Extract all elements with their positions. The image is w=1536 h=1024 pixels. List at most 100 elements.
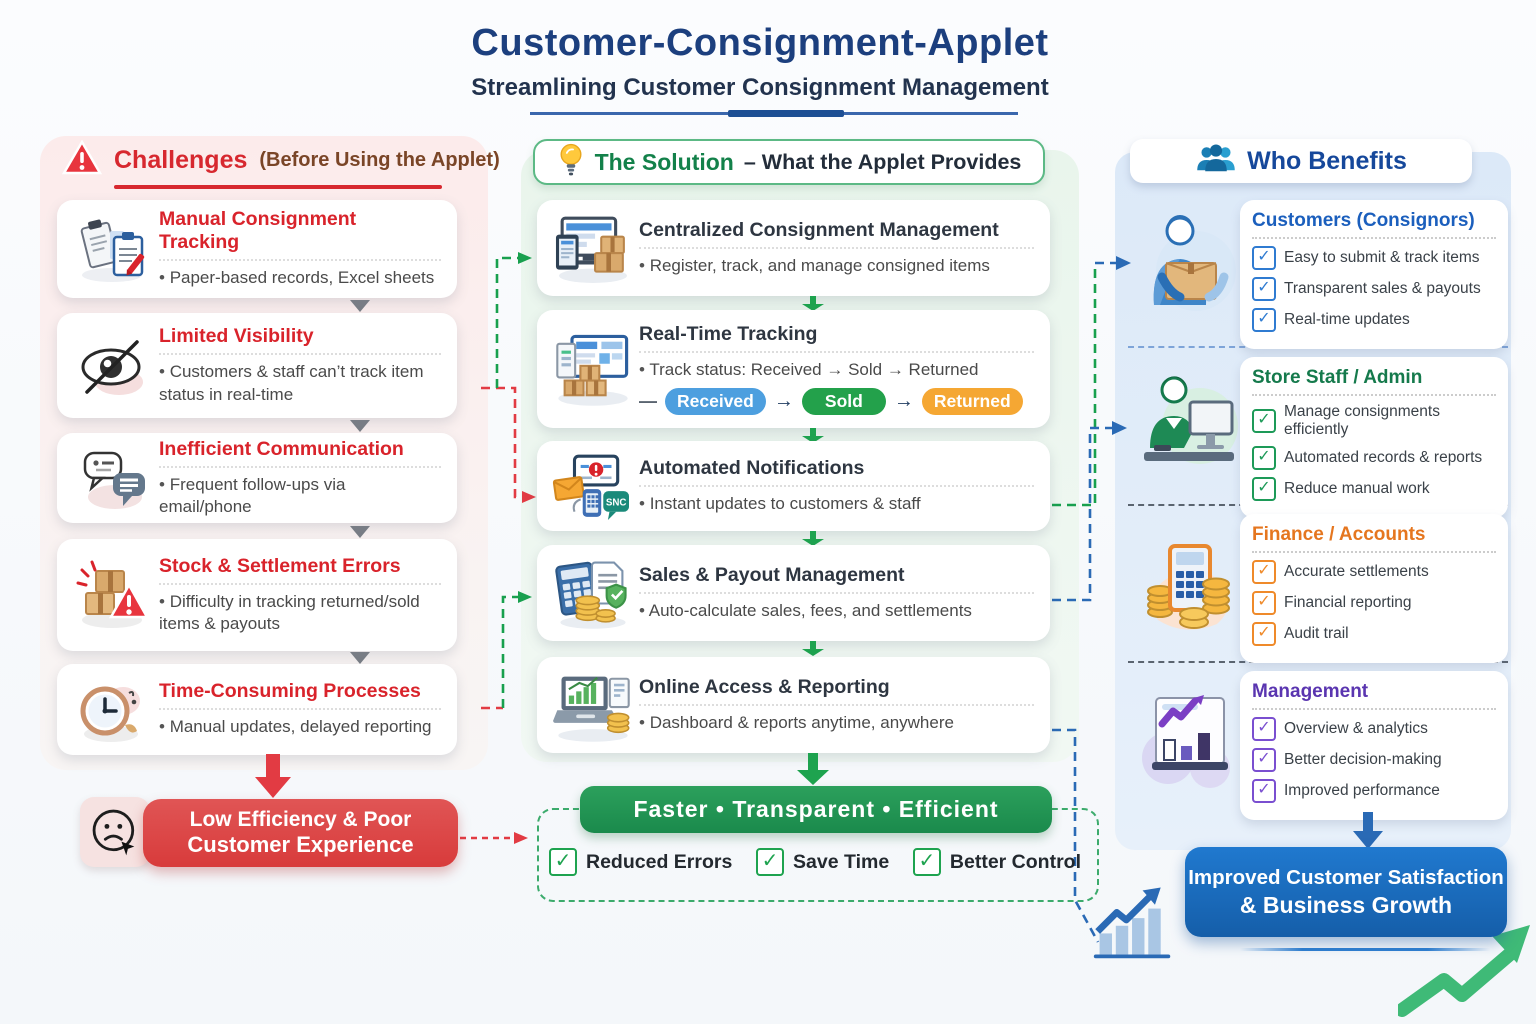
green-down-arrow-icon — [802, 296, 824, 316]
benefit-title: Management — [1252, 681, 1496, 710]
solution-desc: Track status: Received → Sold → Returned — [639, 359, 1034, 381]
benefit-item-label: Automated records & reports — [1284, 449, 1483, 466]
benefit-item: Accurate settlements — [1252, 560, 1496, 584]
clock-icon — [67, 675, 159, 745]
growth-banner-line2: & Business Growth — [1239, 891, 1453, 918]
growth-banner-underline — [1240, 948, 1490, 951]
solution-desc: Dashboard & reports anytime, anywhere — [639, 712, 1034, 734]
challenge-desc: Customers & staff can’t track item statu… — [159, 361, 441, 406]
benefit-item: Improved performance — [1252, 779, 1496, 803]
challenges-underline — [114, 185, 442, 189]
people-group-icon — [1195, 143, 1237, 179]
challenge-card-limited-visibility: Limited VisibilityCustomers & staff can’… — [57, 313, 457, 418]
solution-card-sales-payout: Sales & Payout ManagementAuto-calculate … — [537, 545, 1050, 641]
red-down-arrow-icon — [255, 754, 291, 803]
staff-desk-illustration — [1138, 364, 1240, 493]
challenge-title: Stock & Settlement Errors — [159, 555, 441, 585]
benefit-card-customers: Customers (Consignors) Easy to submit & … — [1240, 200, 1508, 349]
challenge-title: Time-Consuming Processes — [159, 680, 441, 711]
management-chart-illustration — [1140, 678, 1240, 803]
green-growth-arrow-icon — [1395, 912, 1530, 1022]
challenges-heading: Challenges — [114, 146, 248, 174]
warning-triangle-icon — [61, 139, 103, 181]
eye-slash-icon — [67, 330, 159, 402]
green-down-arrow-icon — [802, 641, 824, 661]
solution-title: Real-Time Tracking — [639, 323, 1034, 353]
checkbox-icon — [756, 848, 785, 876]
sad-face-icon — [80, 797, 150, 867]
benefit-card-finance: Finance / Accounts Accurate settlements … — [1240, 514, 1508, 663]
benefit-item: Real-time updates — [1252, 308, 1496, 332]
green-down-arrow-icon — [802, 531, 824, 551]
benefit-item-label: Audit trail — [1284, 625, 1349, 642]
challenges-header: Challenges (Before Using the Applet) — [61, 139, 500, 181]
check-reduced-errors: Reduced Errors — [549, 848, 732, 876]
status-pill-returned: Returned — [921, 388, 1023, 416]
benefits-header: Who Benefits — [1130, 139, 1472, 183]
benefit-item: Automated records & reports — [1252, 446, 1496, 470]
pill-arrow-icon: → — [893, 390, 914, 413]
solution-desc: Register, track, and manage consigned it… — [639, 255, 1034, 277]
down-triangle-icon — [350, 526, 370, 538]
benefit-title: Finance / Accounts — [1252, 524, 1496, 553]
challenge-title: Limited Visibility — [159, 325, 441, 356]
checkbox-icon — [1252, 308, 1276, 332]
down-triangle-icon — [350, 652, 370, 664]
benefit-item: Audit trail — [1252, 622, 1496, 646]
customer-box-illustration — [1138, 205, 1238, 336]
check-better-control: Better Control — [912, 848, 1081, 876]
benefit-item-label: Real-time updates — [1284, 311, 1410, 328]
checkbox-icon — [1252, 779, 1276, 803]
check-label: Save Time — [793, 850, 890, 873]
check-label: Reduced Errors — [586, 850, 733, 873]
checkbox-icon — [1252, 622, 1276, 646]
down-triangle-icon — [350, 420, 370, 432]
svg-text:SNC: SNC — [606, 498, 627, 509]
challenge-desc: Frequent follow-ups via email/phone — [159, 474, 441, 519]
blue-down-arrow-icon — [1353, 812, 1383, 854]
green-down-arrow-large-icon — [797, 753, 829, 790]
checkbox-icon — [549, 848, 577, 876]
checkbox-icon — [1252, 409, 1276, 433]
benefit-item: Financial reporting — [1252, 591, 1496, 615]
bar-chart-rising-icon — [1090, 878, 1176, 969]
pill-arrow-icon: → — [773, 390, 794, 413]
check-label: Better Control — [949, 850, 1081, 873]
clipboard-icon — [67, 213, 159, 285]
benefit-title: Store Staff / Admin — [1252, 367, 1496, 396]
benefit-item-label: Easy to submit & track items — [1284, 249, 1480, 266]
benefit-item-label: Transparent sales & payouts — [1284, 280, 1481, 297]
challenge-card-inefficient-communication: Inefficient CommunicationFrequent follow… — [57, 433, 457, 523]
laptop-report-icon — [547, 668, 639, 742]
challenge-title: Manual Consignment Tracking — [159, 208, 441, 262]
calculator-coins-icon — [547, 556, 639, 630]
benefit-item: Reduce manual work — [1252, 477, 1496, 501]
benefit-card-management: Management Overview & analytics Better d… — [1240, 671, 1508, 820]
challenge-desc: Manual updates, delayed reporting — [159, 716, 441, 738]
solution-heading: The Solution — [594, 148, 734, 175]
growth-banner-line1: Improved Customer Satisfaction — [1188, 865, 1504, 889]
solution-card-online-access: Online Access & ReportingDashboard & rep… — [537, 657, 1050, 753]
down-triangle-icon — [350, 300, 370, 312]
solution-title: Online Access & Reporting — [639, 676, 1034, 706]
benefits-heading: Who Benefits — [1247, 146, 1407, 175]
growth-banner: Improved Customer Satisfaction & Busines… — [1185, 847, 1507, 937]
solution-desc: Auto-calculate sales, fees, and settleme… — [639, 600, 1034, 622]
checkbox-icon — [1252, 748, 1276, 772]
tracking-screen-icon — [547, 331, 639, 407]
solution-heading-note: – What the Applet Provides — [743, 149, 1022, 174]
benefit-card-staff: Store Staff / Admin Manage consignments … — [1240, 357, 1508, 518]
check-save-time: Save Time — [756, 848, 889, 876]
low-efficiency-banner: Low Efficiency & Poor Customer Experienc… — [143, 799, 458, 867]
benefit-item: Overview & analytics — [1252, 717, 1496, 741]
challenge-desc: Difficulty in tracking returned/sold ite… — [159, 591, 441, 636]
chat-bubbles-icon — [67, 443, 159, 513]
checkbox-icon — [1252, 446, 1276, 470]
solution-desc: Instant updates to customers & staff — [639, 493, 1034, 515]
checkbox-icon — [912, 848, 941, 876]
solution-banner: Faster • Transparent • Efficient — [580, 786, 1052, 833]
checkbox-icon — [1252, 560, 1276, 584]
benefit-item-label: Improved performance — [1284, 782, 1440, 799]
benefit-item: Manage consignments efficiently — [1252, 403, 1496, 439]
